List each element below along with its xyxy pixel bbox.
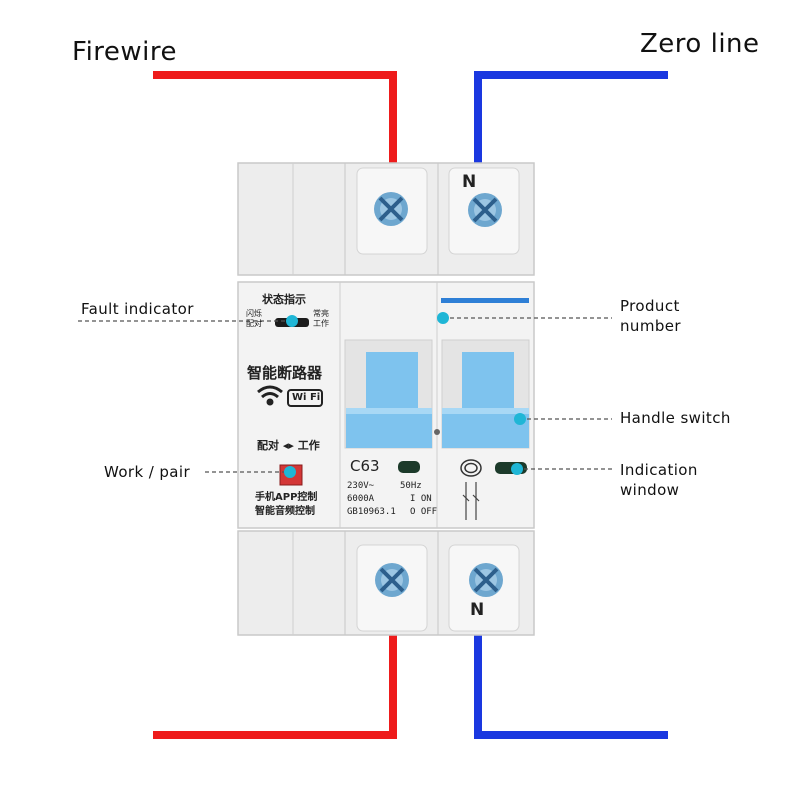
product-number-label-line1: Product [620, 297, 680, 315]
wifi-badge-box [287, 389, 323, 407]
terminal-n-top: N [462, 172, 477, 192]
work-pair-label: Work / pair [104, 463, 191, 481]
product-number-label: Product number [620, 296, 681, 336]
indication-window-label-line2: window [620, 481, 680, 499]
callout-dots [284, 312, 526, 478]
indication-window-left [398, 461, 420, 473]
app-control-line1: 手机APP控制 [255, 492, 318, 503]
terminal-screw-top-right [468, 193, 502, 227]
product-number-dot [437, 312, 449, 324]
indication-window-dot [511, 463, 523, 475]
status-left-line2: 配对 [246, 319, 262, 328]
off-label: O OFF [410, 507, 438, 517]
product-number-strip [441, 298, 529, 303]
work-pair-dot [284, 466, 296, 478]
breaking-capacity-label: 6000A [347, 494, 375, 504]
zero-line-label: Zero line [640, 29, 760, 59]
terminal-screw-top-left [374, 192, 408, 226]
terminal-screw-bottom-left [375, 563, 409, 597]
voltage-label: 230V~ [347, 481, 375, 491]
circuit-symbol-icon [462, 482, 480, 520]
rating-label: C63 [350, 457, 380, 475]
terminal-screw-bottom-right [469, 563, 503, 597]
fault-indicator-dot [286, 315, 298, 327]
terminal-n-bottom: N [470, 600, 485, 620]
handle-switch-label: Handle switch [620, 409, 731, 427]
wifi-badge-text: Wi Fi [292, 392, 321, 403]
zero-line-bottom [474, 635, 668, 739]
status-title: 状态指示 [262, 293, 306, 306]
product-number-label-line2: number [620, 317, 681, 335]
zero-line-top [474, 71, 668, 165]
ccc-mark-icon [460, 459, 482, 477]
status-right-line1: 常亮 [313, 309, 329, 318]
status-left-line1: 闪烁 [246, 309, 262, 318]
firewire-top [153, 71, 397, 165]
handle-switch-left[interactable] [346, 352, 432, 448]
product-name: 智能断路器 [247, 364, 323, 382]
status-right-line2: 工作 [313, 319, 329, 328]
standard-label: GB10963.1 [347, 507, 396, 517]
firewire-label: Firewire [72, 37, 178, 67]
app-control-line2: 智能音频控制 [255, 506, 315, 517]
wifi-icon [257, 385, 283, 406]
frequency-label: 50Hz [400, 481, 422, 491]
indication-window-label-line1: Indication [620, 461, 698, 479]
on-label: I ON [410, 494, 432, 504]
handle-switch-right[interactable] [442, 352, 529, 448]
firewire-bottom [153, 635, 397, 739]
callout-lines [78, 317, 612, 473]
indication-window-label: Indication window [620, 460, 698, 500]
pair-work-label: 配对 ◂▸ 工作 [257, 439, 320, 452]
fault-indicator-label: Fault indicator [81, 300, 194, 318]
handle-switch-dot [514, 413, 526, 425]
